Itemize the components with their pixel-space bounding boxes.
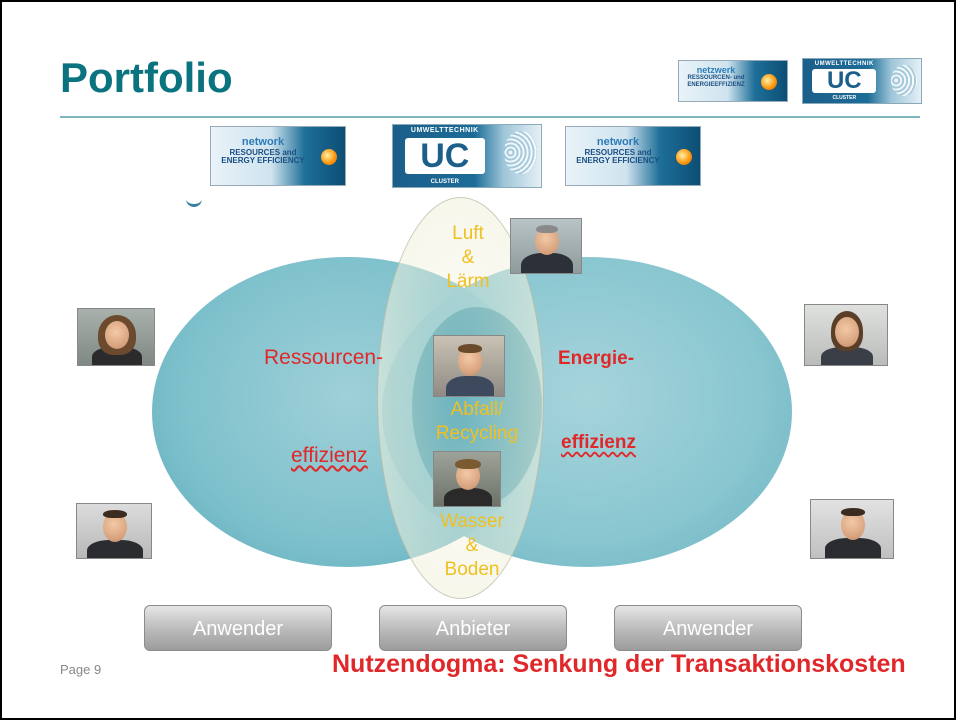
footer-slogan: Nutzendogma: Senkung der Transaktionskos… [332, 650, 906, 678]
logo-text: UC [404, 138, 485, 174]
logo-text: netzwerk [696, 65, 736, 75]
page-title: Portfolio [60, 54, 233, 101]
portrait-photo-lower-center [433, 451, 501, 507]
orb-icon [761, 74, 777, 90]
logo-text: RESSOURCEN- und [687, 75, 745, 82]
label-resources-2: effizienz [291, 444, 368, 467]
logo-text: UC [812, 69, 877, 93]
logo-text: ENERGY EFFICIENCY [576, 155, 660, 165]
logo-text: RESOURCES and [584, 147, 652, 157]
logo-text: CLUSTER [430, 179, 459, 185]
title-divider [60, 116, 920, 118]
users-button-right[interactable]: Anwender [614, 605, 802, 651]
portrait-photo-right-top [804, 304, 888, 366]
topic-waste-recycling: Abfall/ Recycling [422, 398, 532, 446]
logo-text: network [241, 136, 285, 148]
topic-text: & [465, 535, 479, 556]
topic-text: Wasser [440, 511, 504, 532]
users-button-left[interactable]: Anwender [144, 605, 332, 651]
logo-text: CLUSTER [832, 95, 857, 101]
topic-text: & [461, 247, 475, 268]
topic-text: Boden [444, 559, 500, 580]
logo-text: UMWELTTECHNIK [814, 61, 874, 67]
topic-text: Lärm [446, 271, 490, 292]
portrait-photo-top-center [510, 218, 582, 274]
logo-text: RESOURCES and [229, 147, 297, 157]
label-resources-1: Ressourcen- [264, 346, 384, 369]
topic-text: Abfall/ [450, 399, 504, 420]
portrait-photo-center [433, 335, 505, 397]
label-energy-2: effizienz [561, 432, 636, 453]
swirl-icon [504, 131, 537, 175]
portrait-photo-left-bottom [76, 503, 152, 559]
decorative-arc [186, 192, 202, 207]
topic-air-noise: Luft & Lärm [438, 222, 498, 294]
orb-icon [321, 149, 337, 165]
swirl-icon [891, 65, 917, 96]
topic-water-soil: Wasser & Boden [432, 510, 512, 582]
orb-icon [676, 149, 692, 165]
uc-cluster-logo-large: UMWELTTECHNIK UC CLUSTER [392, 124, 542, 188]
logo-text: ENERGIEEFFIZIENZ [687, 81, 745, 88]
portrait-photo-left-top [77, 308, 155, 366]
topic-text: Luft [452, 223, 484, 244]
logo-text: UMWELTTECHNIK [410, 127, 479, 134]
network-logo-en-left: network RESOURCES and ENERGY EFFICIENCY [210, 126, 346, 186]
uc-cluster-logo-small: UMWELTTECHNIK UC CLUSTER [802, 58, 922, 104]
page-number: Page 9 [60, 662, 102, 677]
network-logo-en-right: network RESOURCES and ENERGY EFFICIENCY [565, 126, 701, 186]
logo-text: network [596, 136, 640, 148]
label-energy-1: Energie- [558, 348, 635, 369]
network-logo-de: netzwerk RESSOURCEN- und ENERGIEEFFIZIEN… [678, 60, 788, 102]
providers-button[interactable]: Anbieter [379, 605, 567, 651]
logo-text: ENERGY EFFICIENCY [221, 155, 305, 165]
portrait-photo-right-bottom [810, 499, 894, 559]
topic-text: Recycling [435, 423, 519, 444]
